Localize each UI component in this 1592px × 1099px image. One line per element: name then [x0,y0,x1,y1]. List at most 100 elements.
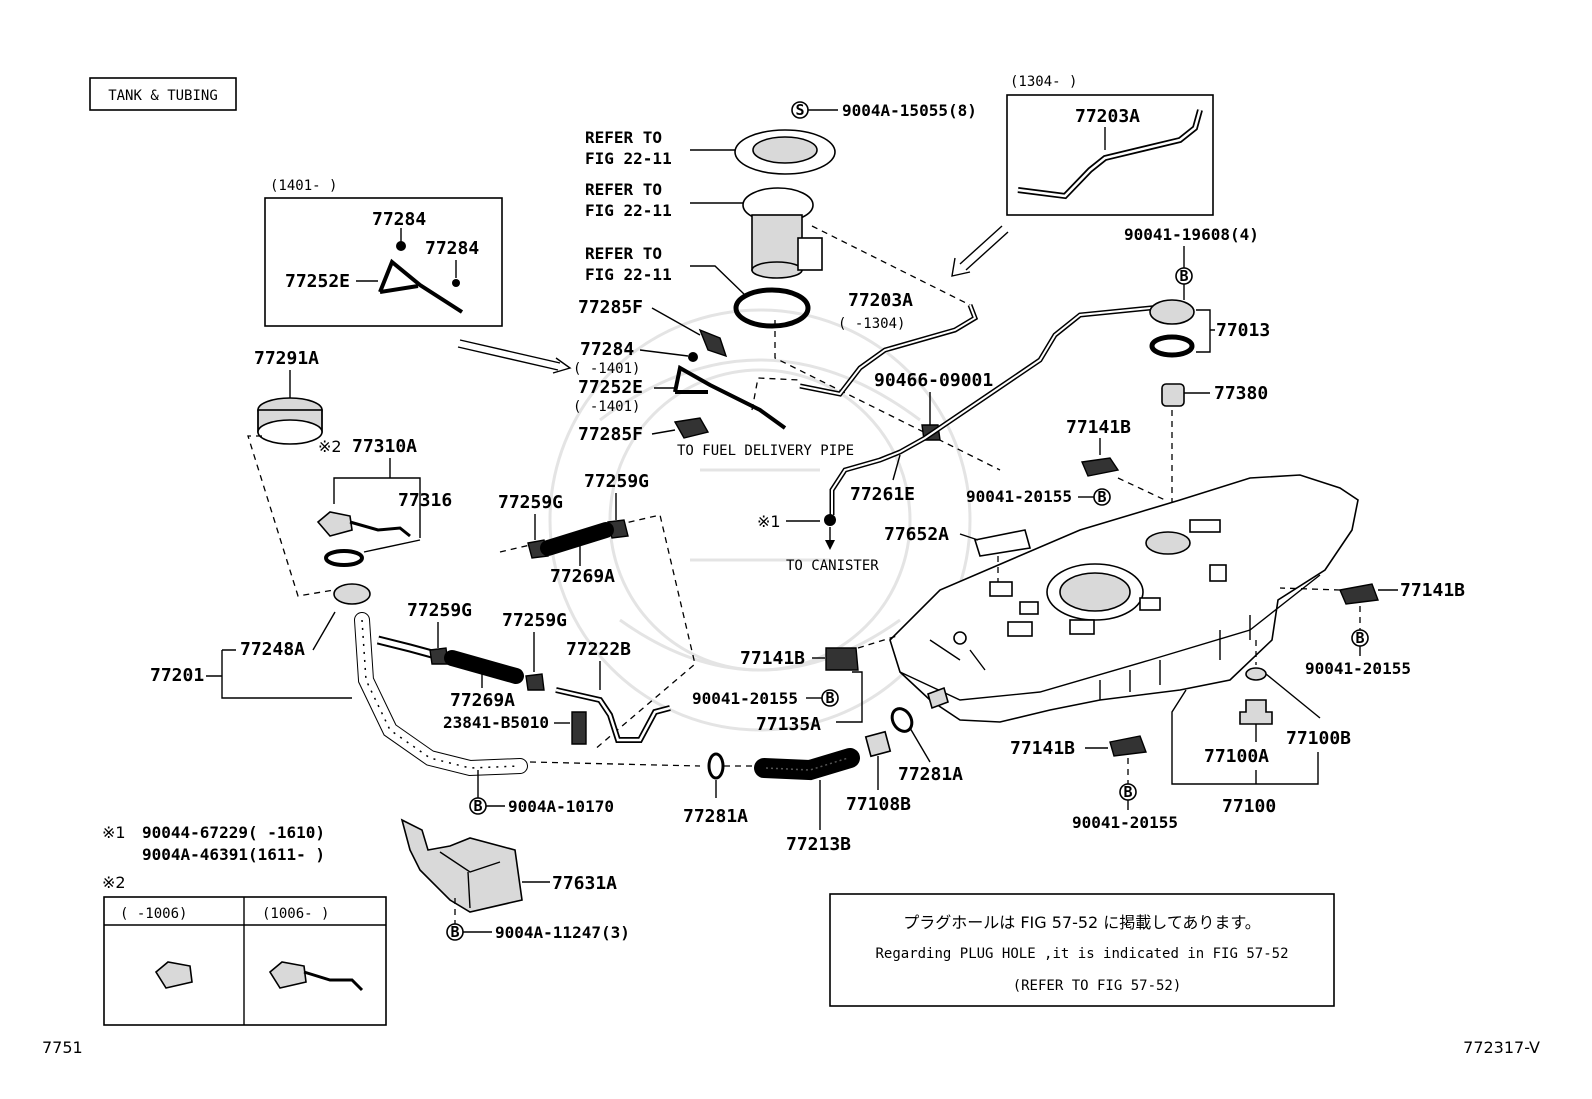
refer-label-1b: FIG 22-11 [585,149,672,168]
note2-table [103,896,387,1026]
valve-cap-icon [1149,299,1195,325]
note1-line2: 9004A-46391(1611- ) [142,845,325,864]
clip-icon [396,241,406,251]
label-77201: 77201 [150,665,204,686]
label-9004A-11247: 9004A-11247(3) [495,923,630,942]
label-77100B: 77100B [1286,728,1351,749]
bracket-icon [1080,457,1120,477]
bolt-symbol [1093,488,1111,506]
drain-plug-icon [1239,699,1273,725]
label-77259G-b: 77259G [584,471,649,492]
label-77285F-b: 77285F [578,424,643,445]
connector-icon [673,417,710,439]
fuel-cap-icon [316,511,353,537]
pump-body-icon [751,214,803,271]
bolt-symbol-letter: B [1123,783,1132,801]
inset-77284-b: 77284 [425,238,479,259]
label-90041-20155-right: 90041-20155 [1305,659,1411,678]
page-code-right: 772317-V [1463,1038,1540,1057]
inset-arrow [457,339,572,374]
label-77213B: 77213B [786,834,851,855]
clip-icon [452,279,460,287]
label-to-canister: TO CANISTER [786,558,879,574]
inset-1304: (1304- ) 77203A [1006,74,1214,216]
label-77100: 77100 [1222,796,1276,817]
label-77141B-low: 77141B [1010,738,1075,759]
label-77285F-a: 77285F [578,297,643,318]
filler-ring-icon [257,397,323,445]
note2-marker-on-cap: ※2 [318,437,342,456]
inset-1304-arrow [951,225,1009,277]
label-77291A: 77291A [254,348,319,369]
label-77269A-a: 77269A [550,566,615,587]
page-code-left: 7751 [42,1038,83,1057]
section-title-box [89,77,237,111]
inset-1304-range: (1304- ) [1010,74,1077,90]
label-77141B-right: 77141B [1400,580,1465,601]
label-77380: 77380 [1214,383,1268,404]
bolt-symbol-letter: B [1179,267,1188,285]
pump-gasket-icon [733,287,811,329]
clip-icon [571,711,587,745]
inset-77284-a: 77284 [372,209,426,230]
label-77310A: 77310A [352,436,417,457]
label-90041-20155-top: 90041-20155 [966,487,1072,506]
plug-hole-note-ref: (REFER TO FIG 57-52) [1013,978,1182,994]
refer-label-3a: REFER TO [585,244,662,263]
bracket-icon [1339,583,1379,605]
plug-hole-note-en: Regarding PLUG HOLE ,it is indicated in … [875,946,1288,962]
cap-gasket-icon [324,549,364,567]
label-to-fuel-delivery: TO FUEL DELIVERY PIPE [677,443,854,459]
fuel-cap-old-icon [154,961,193,989]
bushing-icon [864,730,892,758]
label-90041-19608: 90041-19608(4) [1124,225,1259,244]
clip-icon [824,514,836,526]
valve-gasket-icon [1149,334,1195,358]
label-90466: 90466-09001 [874,370,993,391]
label-77135A: 77135A [756,714,821,735]
plug-hole-note-jp: プラグホールは FIG 57-52 に掲載してあります。 [903,913,1261,932]
inset-1304-frame [1006,94,1214,216]
label-77631A: 77631A [552,873,617,894]
bolt-symbol [821,689,839,707]
label-77316: 77316 [398,490,452,511]
wire-bracket-icon [673,364,787,430]
label-9004A-10170: 9004A-10170 [508,797,614,816]
label-77252E: 77252E [578,377,643,398]
label-77141B-mid: 77141B [740,648,805,669]
inset-1401-range: (1401- ) [270,178,337,194]
watermark-logo [548,308,972,732]
label-77284-range: ( -1401) [573,361,640,377]
label-77013: 77013 [1216,320,1270,341]
inset-77252E: 77252E [285,271,350,292]
label-77108B: 77108B [846,794,911,815]
label-9004A-15055: 9004A-15055(8) [842,101,977,120]
bolt-symbol-letter: B [473,797,482,815]
label-77259G-c: 77259G [407,600,472,621]
wire-bracket-icon [378,258,464,314]
label-77222B: 77222B [566,639,631,660]
bolt-symbol-letter: B [450,923,459,941]
label-77261E: 77261E [850,484,915,505]
clamp-ring-icon [890,707,914,733]
bolt-symbol-letter: B [825,689,834,707]
inset-1401: (1401- ) 77284 77284 77252E [264,178,503,327]
fuel-tank-icon [889,474,1359,723]
note1-line1: 90044-67229( -1610) [142,823,325,842]
label-90041-20155-low: 90041-20155 [1072,813,1178,832]
label-77248A: 77248A [240,639,305,660]
screw-symbol-letter: S [795,101,804,119]
drain-gasket-icon [1245,667,1267,681]
note1-marker-on-hose: ※1 [757,512,781,531]
grommet-icon [1161,383,1185,407]
label-77281A-a: 77281A [683,806,748,827]
refer-label-1a: REFER TO [585,128,662,147]
note2-marker: ※2 [102,873,126,892]
bracket-icon [1109,735,1147,757]
note2-col1: ( -1006) [120,906,187,922]
label-23841-B5010: 23841-B5010 [443,713,549,732]
clamp-ring-icon [707,752,725,780]
note1-marker: ※1 [102,823,126,842]
refer-label-3b: FIG 22-11 [585,265,672,284]
